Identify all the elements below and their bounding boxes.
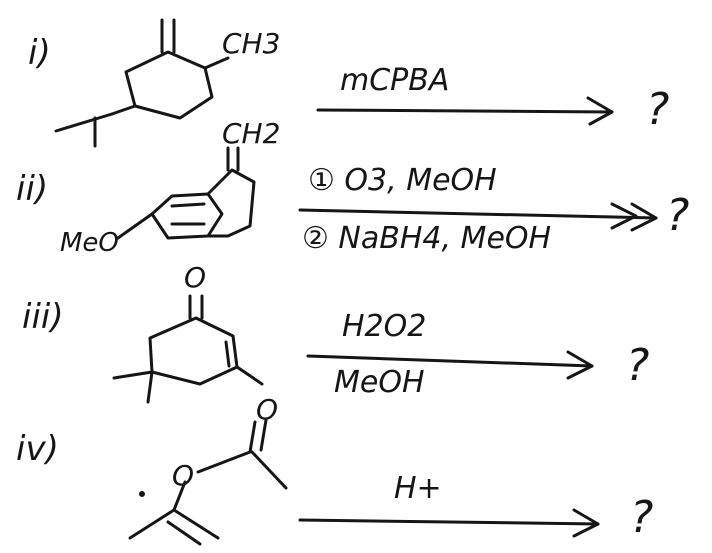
problem-2-reagent-2: ② NaBH4, MeOH [302,221,552,256]
cyclohexanone-ring [124,50,214,120]
problem-4-product: ? [630,492,654,543]
problem-4-structure [128,418,600,546]
problem-4-reagent: H+ [394,471,442,506]
problem-3-product: ? [626,340,650,391]
problem-1-substituent: CH3 [222,27,281,60]
problem-2-reagent-1: ① O3, MeOH [308,163,497,198]
problem-2-substituent-left: MeO [60,228,119,258]
arrow-4 [298,518,600,526]
problem-4-substituent-1: O [256,393,279,426]
problem-1-structure [54,18,614,148]
benzene-ring [150,192,224,240]
problem-4-substituent-2: O [172,459,195,492]
problem-2-numeral: ii) [16,169,49,209]
arrow-3 [306,354,594,368]
problem-2-structure [116,146,658,240]
cyclohexenone-ring [148,316,239,386]
problem-3-structure [112,294,594,404]
problem-3-reagent-2: MeOH [334,365,425,400]
problem-4-numeral: iv) [16,429,59,469]
fused-ring [206,168,256,238]
problem-2-product: ? [666,190,690,241]
problem-3-reagent-1: H2O2 [342,309,427,344]
arrow-1 [316,108,614,114]
problem-1-product: ? [646,84,670,135]
problem-3-numeral: iii) [22,297,64,337]
problem-2-substituent-top: CH2 [222,117,281,150]
arrow-2 [298,208,658,220]
problem-1-reagent: mCPBA [340,63,450,98]
problem-1-numeral: i) [28,33,51,73]
problem-3-substituent: O [184,261,207,294]
